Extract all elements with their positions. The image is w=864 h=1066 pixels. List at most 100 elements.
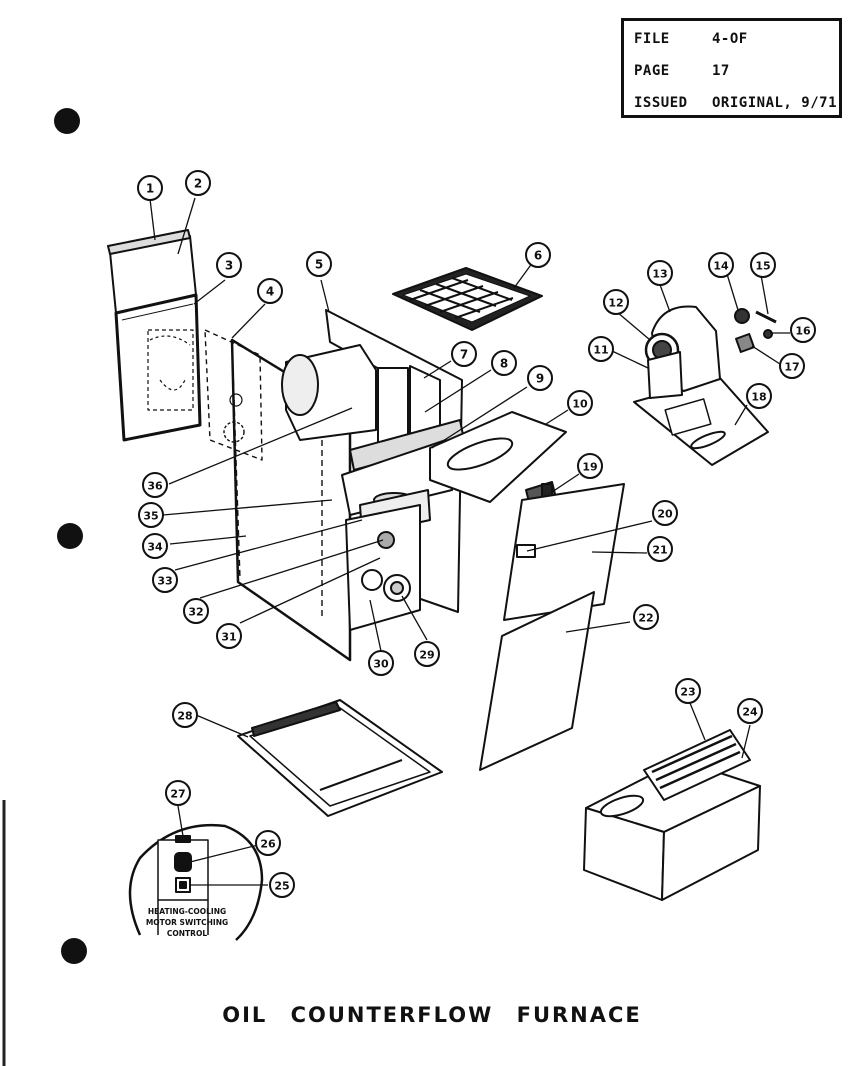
callout-circle (142, 472, 168, 498)
callout-circle (165, 780, 191, 806)
callout-circle (451, 341, 477, 367)
callout-number: 24 (742, 706, 758, 719)
control-label-line: CONTROL (167, 929, 207, 938)
callout-circle (527, 365, 553, 391)
callout-number: 25 (274, 880, 289, 893)
callout-circle (137, 175, 163, 201)
callout-number: 32 (188, 606, 203, 619)
callout-number: 15 (755, 260, 770, 273)
callout-circle (185, 170, 211, 196)
control-label-line: HEATING-COOLING (148, 907, 226, 916)
callout-number: 19 (582, 461, 597, 474)
hardware-part (734, 308, 777, 353)
callout-number: 14 (713, 260, 729, 273)
callout-circle (491, 350, 517, 376)
callout-circle (708, 252, 734, 278)
callout-circle (779, 353, 805, 379)
callout-circle (750, 252, 776, 278)
callout-circle (746, 383, 772, 409)
base-frame-part (237, 699, 443, 817)
sub-base-part (583, 729, 761, 901)
callout-number: 3 (225, 259, 233, 273)
top-plate-part (429, 411, 567, 503)
callout-circle (588, 336, 614, 362)
callout-circle (567, 390, 593, 416)
control-label-group: HEATING-COOLING MOTOR SWITCHING CONTROL (146, 907, 228, 938)
callout-number: 34 (147, 541, 163, 554)
cabinet-part (281, 309, 465, 631)
callout-number: 29 (419, 649, 434, 662)
file-value: 4-OF (712, 31, 748, 47)
callout-number: 7 (460, 348, 468, 362)
callout-circle (577, 453, 603, 479)
callout-number: 35 (143, 510, 158, 523)
lower-door-part (479, 591, 595, 771)
callout-number: 5 (315, 258, 323, 272)
issued-label: ISSUED (634, 95, 688, 111)
leader-lines (149, 197, 790, 886)
callout-circle (525, 242, 551, 268)
callout-number: 9 (536, 372, 544, 386)
callout-number: 2 (194, 177, 202, 191)
callout-circle (183, 598, 209, 624)
binder-hole-bottom (61, 938, 87, 964)
callout-number: 4 (266, 285, 274, 299)
callout-circle (152, 567, 178, 593)
callout-number: 36 (147, 480, 163, 493)
callout-number: 6 (534, 249, 542, 263)
callout-number: 23 (680, 686, 695, 699)
callout-number: 33 (157, 575, 172, 588)
callout-circle (216, 623, 242, 649)
blower-part (633, 305, 769, 466)
callout-circle (633, 604, 659, 630)
callout-number: 12 (608, 297, 623, 310)
callout-number: 1 (146, 182, 154, 196)
callout-circle (414, 641, 440, 667)
callout-circle (257, 278, 283, 304)
control-switch-inset (128, 823, 264, 941)
callout-circle (652, 500, 678, 526)
page-row: PAGE 17 (634, 63, 730, 79)
callout-number: 16 (795, 325, 811, 338)
callout-number: 10 (572, 398, 588, 411)
callout-number: 17 (784, 361, 799, 374)
upper-door-part (503, 483, 625, 621)
callout-circle (216, 252, 242, 278)
file-label: FILE (634, 31, 670, 47)
file-row: FILE 4-OF (634, 31, 748, 47)
callout-circle (142, 533, 168, 559)
grille-part (392, 267, 543, 331)
callout-number: 20 (657, 508, 673, 521)
callout-number: 22 (638, 612, 653, 625)
callout-number: 27 (170, 788, 185, 801)
callout-number: 31 (221, 631, 236, 644)
callout-circle (172, 702, 198, 728)
callout-circle (603, 289, 629, 315)
callout-circle (647, 260, 673, 286)
callout-number: 28 (177, 710, 192, 723)
callout-circle (737, 698, 763, 724)
title-block: FILE 4-OF PAGE 17 ISSUED ORIGINAL, 9/71 (621, 18, 842, 118)
control-label-line: MOTOR SWITCHING (146, 918, 228, 927)
callout-number: 30 (373, 658, 389, 671)
callout-circle (790, 317, 816, 343)
top-panel-part (107, 229, 202, 442)
page-value: 17 (712, 63, 730, 79)
callout-number: 26 (260, 838, 276, 851)
callout-number: 8 (500, 357, 508, 371)
callout-number: 18 (751, 391, 766, 404)
page-label: PAGE (634, 63, 670, 79)
binder-hole-middle (57, 523, 83, 549)
callout-circle (306, 251, 332, 277)
callout-circle (269, 872, 295, 898)
callout-circle (138, 502, 164, 528)
callout-circle (675, 678, 701, 704)
callout-number: 11 (593, 344, 608, 357)
diagram-caption: OIL COUNTERFLOW FURNACE (222, 1003, 642, 1027)
issued-value: ORIGINAL, 9/71 (712, 95, 838, 111)
callout-number: 13 (652, 268, 667, 281)
callout-circle (368, 650, 394, 676)
